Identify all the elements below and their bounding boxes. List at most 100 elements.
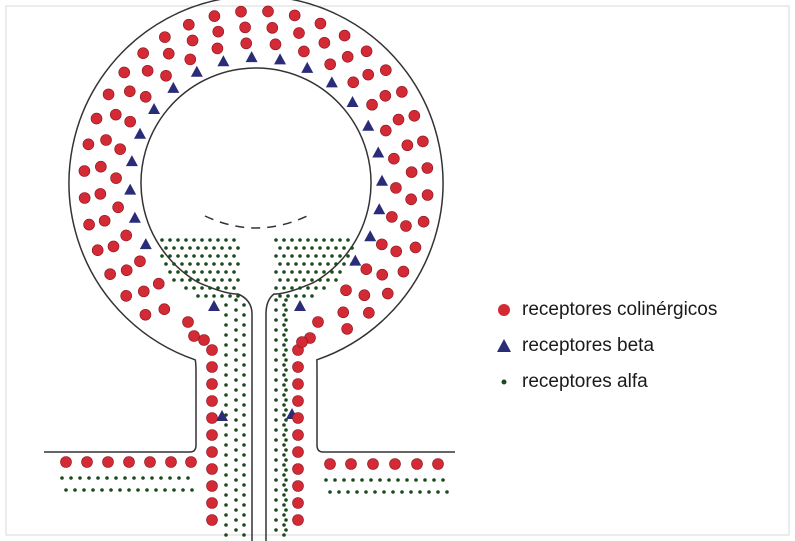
alpha-marker — [160, 238, 164, 242]
alpha-marker — [310, 262, 314, 266]
alpha-marker — [314, 254, 318, 258]
alpha-marker — [105, 476, 109, 480]
alpha-marker — [284, 468, 288, 472]
alpha-marker — [274, 398, 278, 402]
alpha-marker — [242, 373, 246, 377]
alpha-marker — [242, 513, 246, 517]
alpha-marker — [274, 428, 278, 432]
cholinergic-marker — [121, 265, 132, 276]
alpha-marker — [234, 488, 238, 492]
alpha-marker — [282, 254, 286, 258]
cholinergic-marker — [99, 215, 110, 226]
alpha-marker — [186, 476, 190, 480]
alpha-marker — [180, 246, 184, 250]
alpha-marker — [326, 278, 330, 282]
alpha-marker — [224, 343, 228, 347]
alpha-marker — [224, 363, 228, 367]
alpha-marker — [378, 478, 382, 482]
alpha-marker — [200, 238, 204, 242]
alpha-marker — [282, 503, 286, 507]
alpha-marker — [310, 278, 314, 282]
alpha-marker — [220, 262, 224, 266]
alpha-marker — [314, 238, 318, 242]
alpha-marker — [190, 488, 194, 492]
alpha-marker — [405, 478, 409, 482]
cholinergic-marker — [393, 114, 404, 125]
legend-item-alpha: receptores alfa — [492, 364, 717, 400]
cholinergic-marker — [377, 269, 388, 280]
cholinergic-marker — [293, 396, 304, 407]
alpha-marker — [234, 508, 238, 512]
cholinergic-marker — [289, 10, 300, 21]
alpha-marker — [302, 262, 306, 266]
alpha-marker — [91, 488, 95, 492]
cholinergic-marker — [95, 161, 106, 172]
alpha-marker — [282, 443, 286, 447]
alpha-marker — [224, 313, 228, 317]
cholinergic-marker — [183, 19, 194, 30]
alpha-marker — [141, 476, 145, 480]
alpha-marker — [114, 476, 118, 480]
cholinergic-marker — [189, 331, 200, 342]
alpha-marker — [234, 528, 238, 532]
alpha-marker — [274, 328, 278, 332]
alpha-marker — [224, 333, 228, 337]
cholinergic-marker — [125, 116, 136, 127]
cholinergic-marker — [207, 498, 218, 509]
alpha-marker — [284, 498, 288, 502]
alpha-marker — [387, 478, 391, 482]
alpha-marker — [216, 286, 220, 290]
alpha-marker — [127, 488, 131, 492]
alpha-marker — [181, 488, 185, 492]
cholinergic-marker — [376, 239, 387, 250]
alpha-marker — [220, 294, 224, 298]
alpha-marker — [188, 278, 192, 282]
alpha-marker — [154, 488, 158, 492]
alpha-marker — [282, 286, 286, 290]
legend-label-alpha: receptores alfa — [522, 371, 648, 393]
cholinergic-marker — [138, 48, 149, 59]
alpha-marker — [274, 308, 278, 312]
alpha-marker — [322, 238, 326, 242]
cholinergic-marker — [61, 457, 72, 468]
beta-receptor-markers — [124, 51, 388, 421]
alpha-marker — [294, 278, 298, 282]
cholinergic-marker — [390, 459, 401, 470]
alpha-marker — [224, 303, 228, 307]
alpha-marker — [232, 270, 236, 274]
cholinergic-marker — [363, 307, 374, 318]
alpha-marker — [200, 270, 204, 274]
alpha-marker — [274, 418, 278, 422]
alpha-marker — [346, 254, 350, 258]
alpha-marker — [284, 408, 288, 412]
alpha-marker — [282, 453, 286, 457]
alpha-marker — [282, 373, 286, 377]
alpha-marker — [274, 518, 278, 522]
cholinergic-marker — [207, 481, 218, 492]
alpha-marker — [234, 468, 238, 472]
alpha-marker — [150, 476, 154, 480]
alpha-marker — [200, 254, 204, 258]
alpha-marker — [234, 458, 238, 462]
alpha-marker — [278, 278, 282, 282]
cholinergic-marker — [108, 241, 119, 252]
alpha-marker — [234, 398, 238, 402]
legend: receptores colinérgicos receptores beta … — [492, 292, 717, 400]
alpha-marker — [306, 270, 310, 274]
cholinergic-marker — [121, 290, 132, 301]
alpha-marker — [163, 488, 167, 492]
cholinergic-marker — [293, 379, 304, 390]
alpha-marker — [409, 490, 413, 494]
alpha-marker — [282, 523, 286, 527]
alpha-marker — [306, 238, 310, 242]
alpha-marker — [382, 490, 386, 494]
cholinergic-marker — [293, 464, 304, 475]
cholinergic-marker — [124, 457, 135, 468]
alpha-marker — [310, 294, 314, 298]
alpha-marker — [346, 238, 350, 242]
beta-marker — [148, 103, 160, 114]
cholinergic-marker — [339, 30, 350, 41]
cholinergic-marker — [391, 246, 402, 257]
cholinergic-marker — [142, 65, 153, 76]
alpha-marker — [427, 490, 431, 494]
